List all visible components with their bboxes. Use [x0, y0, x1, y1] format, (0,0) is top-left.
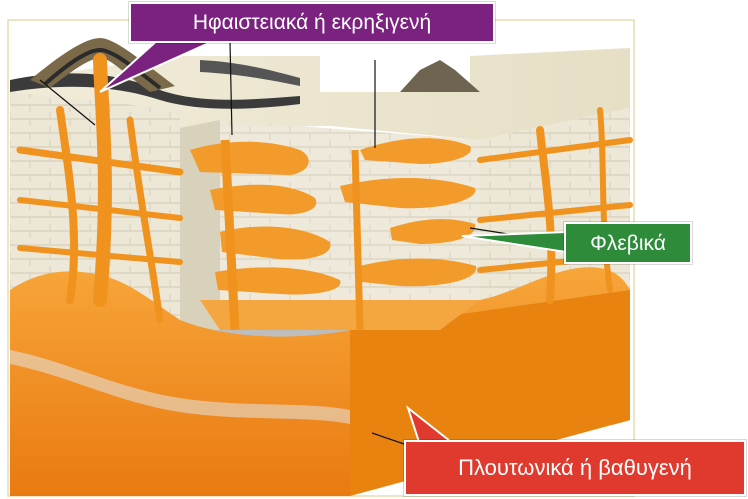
vein [536, 126, 556, 304]
sill [360, 138, 471, 164]
vein-network [16, 53, 633, 324]
sill [215, 267, 341, 295]
volcanic-flow [10, 73, 300, 109]
leader-line [229, 41, 233, 136]
vein [597, 107, 613, 293]
leader-line [371, 432, 411, 447]
sill [340, 177, 476, 209]
volcanic-label: Ηφαιστειακά ή εκρηξιγενή [129, 2, 495, 43]
sill [390, 219, 476, 244]
vein [17, 197, 183, 221]
vein [126, 116, 164, 324]
sill [220, 226, 331, 260]
surface-vent [400, 60, 480, 92]
sill [210, 184, 317, 215]
rock-strata-cutaway-left [180, 120, 220, 330]
vein [17, 245, 183, 265]
sill [360, 258, 477, 287]
plutonic-label: Πλουτωνικά ή βαθυγενή [404, 440, 746, 496]
vein-label: Φλεβικά [564, 222, 692, 264]
vein [351, 149, 364, 331]
sill [190, 141, 309, 175]
vein [16, 146, 184, 176]
vein [93, 53, 112, 307]
sill-floor [200, 300, 480, 330]
vein [220, 139, 240, 331]
vein [477, 137, 633, 163]
volcanic-flow [200, 60, 300, 86]
leader-line [39, 79, 96, 126]
sill-group [190, 138, 480, 331]
volcano-cone [30, 38, 175, 92]
